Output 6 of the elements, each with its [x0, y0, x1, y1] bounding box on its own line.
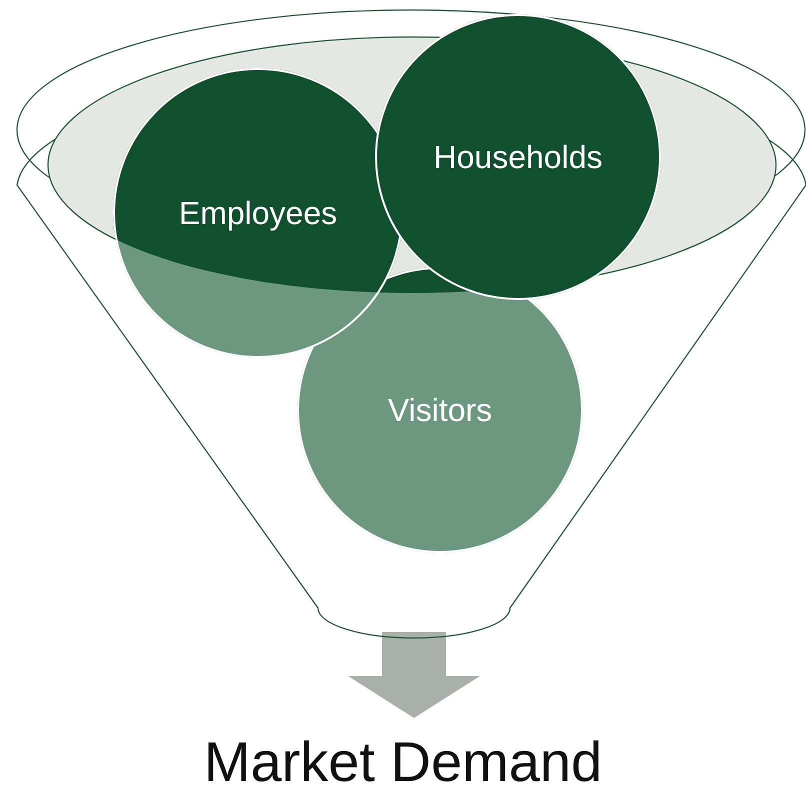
circle-shape: [297, 267, 583, 553]
output-label: Market Demand: [0, 728, 806, 796]
circle-label: Employees: [178, 194, 338, 232]
circle-label: Visitors: [388, 392, 492, 428]
circle-label: Households: [434, 138, 602, 176]
down-arrow: [348, 632, 480, 718]
